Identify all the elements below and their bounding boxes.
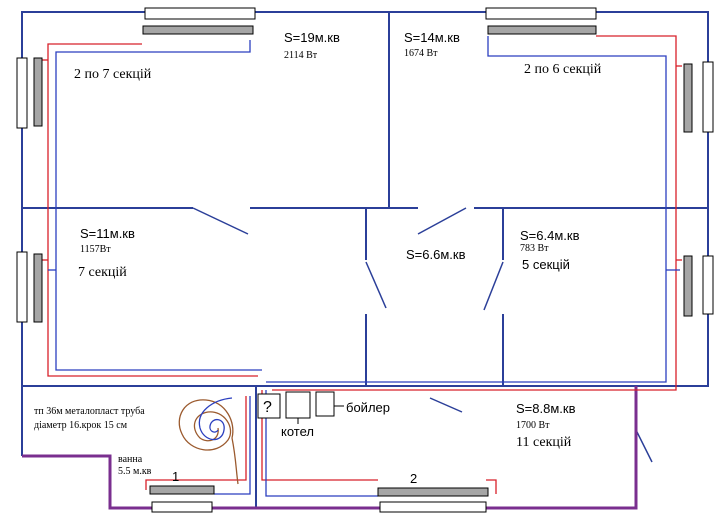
supply-pipe-top-right (272, 35, 677, 391)
return-pipe-bath-1 (214, 396, 251, 495)
doors (192, 207, 653, 463)
radiator (377, 487, 489, 497)
return-pipe-bath (265, 390, 378, 497)
radiators (16, 7, 714, 513)
radiator (142, 25, 254, 35)
return-pipe-top-right (266, 36, 667, 383)
radiator-outline (151, 501, 213, 513)
boiler-label: котел (281, 424, 314, 439)
floor-heating-coil (178, 397, 239, 485)
room-5-area: S=6.4м.кв (520, 228, 580, 243)
room-1-area: S=19м.кв (284, 30, 340, 45)
room-3-power: 1157Вт (80, 244, 111, 255)
door-room6-right (635, 429, 653, 463)
bathroom-name: ванна (118, 454, 143, 465)
walls (21, 11, 709, 508)
door-room6 (429, 397, 463, 413)
radiator (33, 253, 43, 323)
equipment (257, 391, 344, 424)
floor-heating-note-line-1: тп 36м металопласт труба (34, 406, 145, 417)
unknown-device-box (257, 393, 281, 419)
floor-coil-inner (198, 397, 233, 441)
radiator (33, 57, 43, 127)
return-pipe-top-left (55, 40, 262, 371)
radiator-outline (144, 7, 256, 20)
supply-pipe-bath-2 (486, 479, 497, 494)
radiator (683, 63, 693, 133)
room-1-sections: 2 по 7 секцій (74, 67, 152, 82)
radiator-outline (16, 57, 28, 129)
water-heater-box (315, 391, 335, 417)
radiator-outline (702, 61, 714, 133)
supply-pipe-bath-1 (145, 396, 247, 490)
radiator-outline (485, 7, 597, 20)
supply-pipe-bath (261, 390, 378, 481)
room-6-area: S=8.8м.кв (516, 401, 576, 416)
radiator-number-2: 2 (410, 471, 417, 486)
radiator-number-1: 1 (172, 469, 179, 484)
unknown-device-label: ? (263, 399, 272, 416)
radiator (149, 485, 215, 495)
room-3-area: S=11м.кв (80, 226, 135, 241)
bathroom-area: 5.5 м.кв (118, 466, 152, 477)
bathroom-outer-wall (22, 386, 638, 510)
room-1-power: 2114 Вт (284, 50, 318, 61)
floor-heating-note-line-2: діаметр 16.крок 15 см (34, 420, 128, 431)
labels: S=19м.кв 2114 Вт 2 по 7 секцій S=14м.кв … (34, 30, 602, 486)
room-4-area: S=6.6м.кв (406, 247, 466, 262)
door-room3 (192, 207, 249, 235)
floor-coil-outer (178, 399, 239, 485)
door-corridor-left (365, 261, 387, 309)
boiler-box (285, 391, 311, 419)
supply-pipe-top-left (47, 43, 258, 377)
radiator-outline (16, 251, 28, 323)
room-3-sections: 7 секцій (78, 265, 127, 280)
supply-pipes (42, 35, 682, 494)
room-2-sections: 2 по 6 секцій (524, 62, 602, 77)
radiator (683, 255, 693, 317)
room-6-power: 1700 Вт (516, 420, 550, 431)
room-2-area: S=14м.кв (404, 30, 460, 45)
door-corridor-top (417, 207, 467, 235)
room-6-sections: 11 секцій (516, 435, 572, 450)
return-pipes (48, 36, 680, 497)
radiator (487, 25, 597, 35)
room-5-power: 783 Вт (520, 243, 549, 254)
water-heater-label: бойлер (346, 400, 390, 415)
room-5-sections: 5 секцій (522, 257, 570, 272)
room-2-power: 1674 Вт (404, 48, 438, 59)
door-corridor-right (483, 261, 504, 311)
radiator-outline (379, 501, 487, 513)
radiator-outline (702, 255, 714, 315)
